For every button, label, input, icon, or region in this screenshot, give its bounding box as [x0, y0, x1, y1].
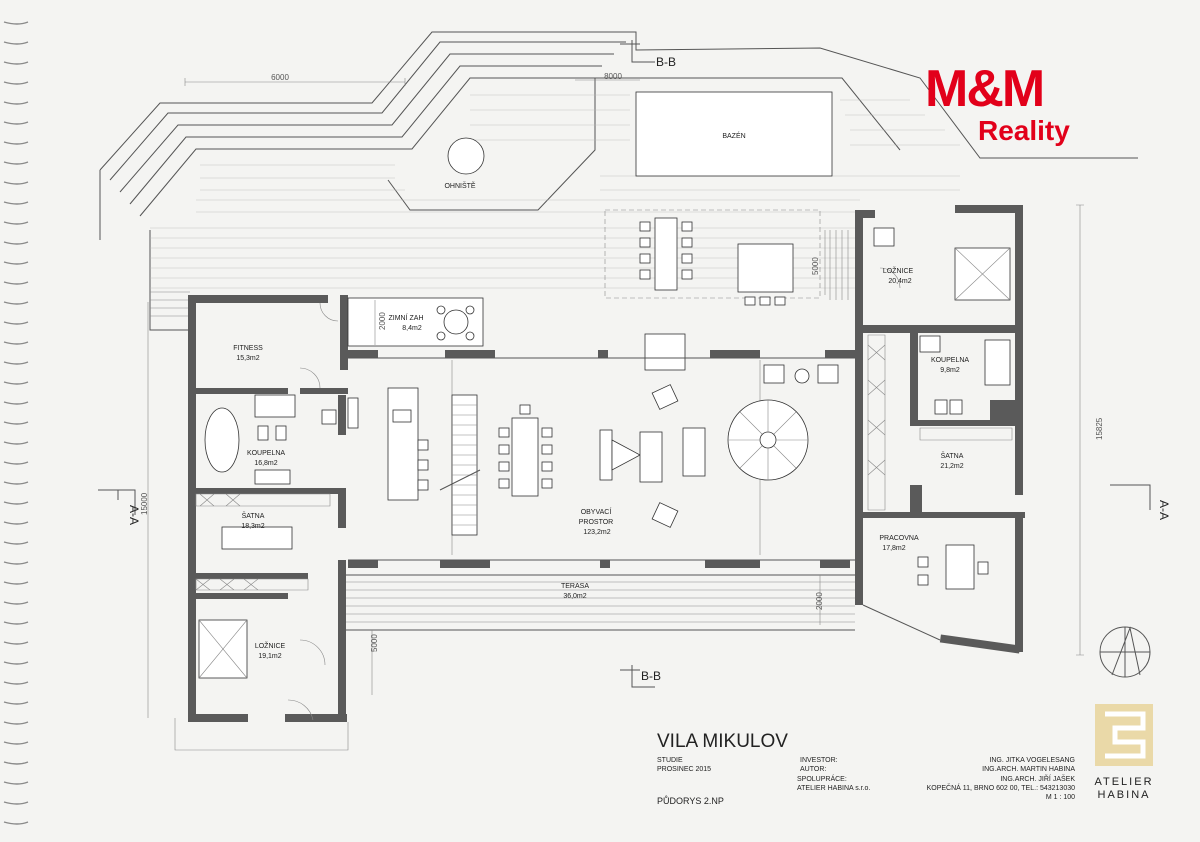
label-pracovna: PRACOVNA — [879, 535, 919, 542]
section-bb-bottom: B-B — [641, 669, 661, 683]
fire-pit — [447, 137, 485, 175]
cooperation-label: SPOLUPRÁCE: — [797, 774, 847, 783]
section-bb-top: B-B — [656, 55, 676, 69]
area-terasa: 36,0m2 — [563, 593, 586, 600]
fire-pit-label: OHNIŠTĚ — [444, 181, 475, 190]
fitness-room — [299, 302, 339, 389]
dimension-lines — [147, 78, 1084, 718]
living-seating — [599, 364, 839, 528]
investor-name: ING. JITKA VOGELESANG — [989, 757, 1075, 764]
area-fitness: 15,3m2 — [236, 355, 259, 362]
atelier-logo-line2: HABINA — [1098, 789, 1151, 801]
wardrobe-west — [195, 493, 331, 591]
studio-name: ATELIER HABINA s.r.o. — [797, 785, 870, 792]
study-date: PROSINEC 2015 — [657, 766, 711, 773]
label-obyvaci-1: OBYVACÍ — [581, 507, 612, 516]
bedroom-west — [198, 619, 326, 721]
pool-label: BAZÉN — [722, 131, 745, 140]
label-satna-east: ŠATNA — [941, 451, 964, 460]
label-obyvaci-2: PROSTOR — [579, 519, 614, 526]
logo-reality-text: Reality — [978, 115, 1070, 146]
bedroom-east — [873, 227, 1011, 301]
section-markers — [98, 40, 1151, 688]
spiral-stair — [727, 399, 809, 481]
area-loznice-east: 20,4m2 — [888, 278, 911, 285]
dimension-5000-bedroom: 5000 — [370, 634, 379, 652]
area-koupelna-east: 9,8m2 — [940, 367, 960, 374]
section-aa-left: A-A — [127, 505, 141, 525]
label-loznice-west: LOŽNICE — [255, 641, 286, 650]
atelier-logo-line1: ATELIER — [1094, 776, 1153, 788]
winter-garden — [347, 297, 484, 347]
label-terasa: TERASA — [561, 583, 589, 590]
dimension-2000-garden: 2000 — [378, 312, 387, 330]
walls — [188, 205, 1025, 722]
project-title: VILA MIKULOV — [657, 731, 788, 752]
area-koupelna-west: 16,8m2 — [254, 460, 277, 467]
label-koupelna-east: KOUPELNA — [931, 357, 969, 364]
label-koupelna-west: KOUPELNA — [247, 450, 285, 457]
dimension-8000: 8000 — [604, 72, 622, 81]
study-label: STUDIE — [657, 757, 683, 764]
sheet-name: PŮDORYS 2.NP — [657, 795, 724, 806]
study-room — [917, 544, 989, 590]
author-name: ING.ARCH. MARTIN HABINA — [982, 766, 1075, 773]
drawing-scale: M 1 : 100 — [1046, 794, 1075, 801]
kitchen — [347, 387, 429, 501]
area-zimni-zah: 8,4m2 — [402, 325, 422, 332]
title-block: VILA MIKULOV STUDIE PROSINEC 2015 PŮDORY… — [657, 731, 1075, 806]
author-label: AUTOR: — [800, 766, 826, 773]
dimension-6000: 6000 — [271, 73, 289, 82]
area-loznice-west: 19,1m2 — [258, 653, 281, 660]
investor-label: INVESTOR: — [800, 757, 838, 764]
atelier-habina-logo: ATELIER HABINA — [1094, 704, 1153, 801]
label-fitness: FITNESS — [233, 345, 263, 352]
dimension-15000: 15000 — [140, 492, 149, 515]
room-labels: ZIMNÍ ZAH 8,4m2 FITNESS 15,3m2 KOUPELNA … — [233, 266, 969, 660]
interior-lines — [174, 357, 941, 751]
dimension-5000-pergola: 5000 — [811, 257, 820, 275]
spiral-binding — [3, 21, 29, 825]
bathroom-west — [204, 394, 337, 485]
mm-reality-logo: M&M Reality — [925, 60, 1070, 146]
area-satna-west: 18,3m2 — [241, 523, 264, 530]
cooperation-name: ING.ARCH. JIŘÍ JAŠEK — [1000, 774, 1075, 783]
area-pracovna: 17,8m2 — [882, 545, 905, 552]
label-zimni-zah: ZIMNÍ ZAH — [389, 313, 424, 322]
terrace-outline — [99, 31, 1138, 331]
label-loznice-east: LOŽNICE — [883, 266, 914, 275]
logo-mm-text: M&M — [925, 60, 1043, 118]
section-aa-right: A-A — [1157, 500, 1171, 520]
bathroom-east — [919, 335, 1011, 415]
area-satna-east: 21,2m2 — [940, 463, 963, 470]
stairs — [439, 394, 481, 536]
area-obyvaci: 123,2m2 — [583, 529, 610, 536]
label-satna-west: ŠATNA — [242, 511, 265, 520]
studio-address: KOPEČNÁ 11, BRNO 602 00, TEL.: 543213030 — [927, 783, 1075, 792]
dimension-2000-terrace: 2000 — [815, 592, 824, 610]
pergola-area — [604, 209, 849, 306]
pool-outline — [635, 91, 833, 177]
dimension-15825: 15825 — [1095, 417, 1104, 440]
north-arrow — [1099, 626, 1151, 678]
wardrobe-east — [867, 334, 1013, 511]
dining-table — [498, 404, 553, 497]
